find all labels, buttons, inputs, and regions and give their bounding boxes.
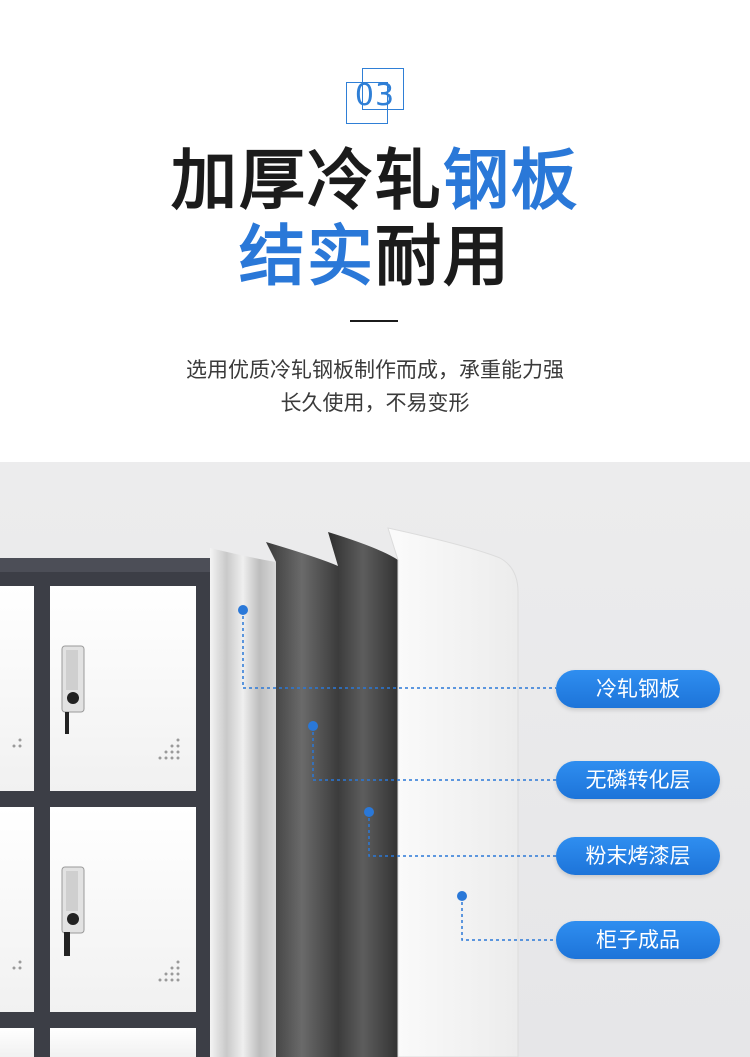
layer-label-cold-rolled-steel: 冷轧钢板 bbox=[556, 670, 720, 708]
layer-label-phosphate-free: 无磷转化层 bbox=[556, 761, 720, 799]
heading-line-2: 结实耐用 bbox=[0, 220, 750, 294]
header-section: 03 加厚冷轧钢板 结实耐用 选用优质冷轧钢板制作而成，承重能力强 长久使用，不… bbox=[0, 0, 750, 462]
key-icon bbox=[64, 932, 70, 956]
cabinet-door bbox=[0, 807, 34, 1012]
layer-label-finished-cabinet: 柜子成品 bbox=[556, 921, 720, 959]
description-line-2: 长久使用，不易变形 bbox=[280, 391, 470, 415]
marker-dot bbox=[308, 721, 318, 731]
marker-dot bbox=[364, 807, 374, 817]
section-number: 03 bbox=[354, 78, 396, 113]
phosphate-free-layer bbox=[266, 542, 338, 1057]
powder-coating-layer bbox=[328, 532, 398, 1057]
cold-rolled-steel-layer bbox=[210, 548, 276, 1057]
product-illustration: 冷轧钢板 无磷转化层 粉末烤漆层 柜子成品 bbox=[0, 462, 750, 1057]
description-line-1: 选用优质冷轧钢板制作而成，承重能力强 bbox=[186, 358, 564, 382]
divider bbox=[350, 320, 398, 322]
cabinet-layers-graphic bbox=[0, 527, 556, 1057]
number-frame-back bbox=[346, 82, 388, 124]
heading-line-1-blue: 钢板 bbox=[443, 142, 579, 219]
heading-line-1: 加厚冷轧钢板 bbox=[0, 144, 750, 218]
heading-line-2-blue: 结实 bbox=[239, 218, 375, 295]
finished-cabinet-layer bbox=[387, 527, 519, 1057]
heading-line-2-dark: 耐用 bbox=[375, 218, 511, 295]
marker-dot bbox=[238, 605, 248, 615]
marker-dot bbox=[457, 891, 467, 901]
heading-line-1-dark: 加厚冷轧 bbox=[171, 142, 443, 219]
number-frame-front bbox=[362, 68, 404, 110]
section-number-badge: 03 bbox=[346, 68, 404, 124]
key-icon bbox=[65, 712, 69, 734]
layer-label-powder-coating: 粉末烤漆层 bbox=[556, 837, 720, 875]
cabinet-door bbox=[0, 586, 34, 791]
